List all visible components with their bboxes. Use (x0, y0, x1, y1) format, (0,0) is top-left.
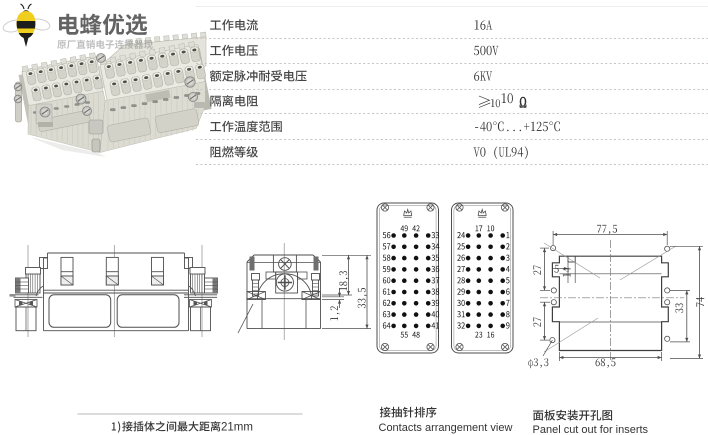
svg-text:21mm: 21mm (221, 422, 253, 434)
svg-text:Contacts arrangement view: Contacts arrangement view (379, 422, 513, 434)
svg-text:Panel cut out for inserts: Panel cut out for inserts (533, 424, 649, 435)
